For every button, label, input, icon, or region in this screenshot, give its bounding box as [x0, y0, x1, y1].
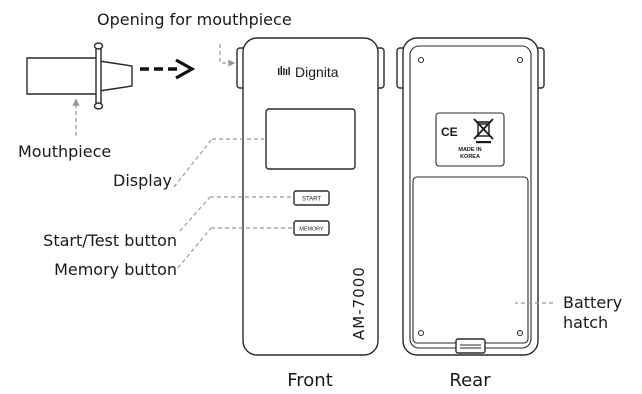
label-start-test: Start/Test button: [43, 231, 177, 250]
label-battery-line1: Battery: [563, 293, 622, 312]
label-memory: Memory button: [54, 260, 177, 279]
made-in-line1: MADE IN: [458, 147, 481, 153]
insert-direction-arrow: [140, 58, 196, 80]
front-device: Dignita START MEMORY AM-7000: [236, 37, 385, 356]
label-display: Display: [113, 171, 172, 190]
hatch-latch: [455, 338, 486, 354]
label-mouthpiece: Mouthpiece: [18, 142, 111, 161]
label-front: Front: [287, 370, 333, 391]
mouthpiece-illustration: [26, 42, 133, 110]
weee-bin-icon: [473, 118, 494, 144]
start-button[interactable]: START: [293, 190, 330, 206]
ce-mark: CE: [441, 125, 458, 139]
certification-label: CE MADE IN KOREA: [435, 112, 505, 167]
label-rear: Rear: [449, 370, 491, 391]
display-screen: [265, 108, 356, 170]
made-in-line2: KOREA: [460, 154, 480, 160]
brand-name: Dignita: [295, 64, 339, 80]
label-battery-line2: hatch: [563, 313, 608, 332]
label-opening: Opening for mouthpiece: [97, 10, 292, 29]
model-name: AM-7000: [350, 266, 368, 340]
memory-button-label: MEMORY: [299, 227, 324, 233]
memory-button[interactable]: MEMORY: [293, 220, 330, 236]
brand-logo: Dignita: [278, 64, 339, 80]
start-button-label: START: [302, 197, 321, 203]
rear-device: CE MADE IN KOREA: [396, 37, 545, 356]
